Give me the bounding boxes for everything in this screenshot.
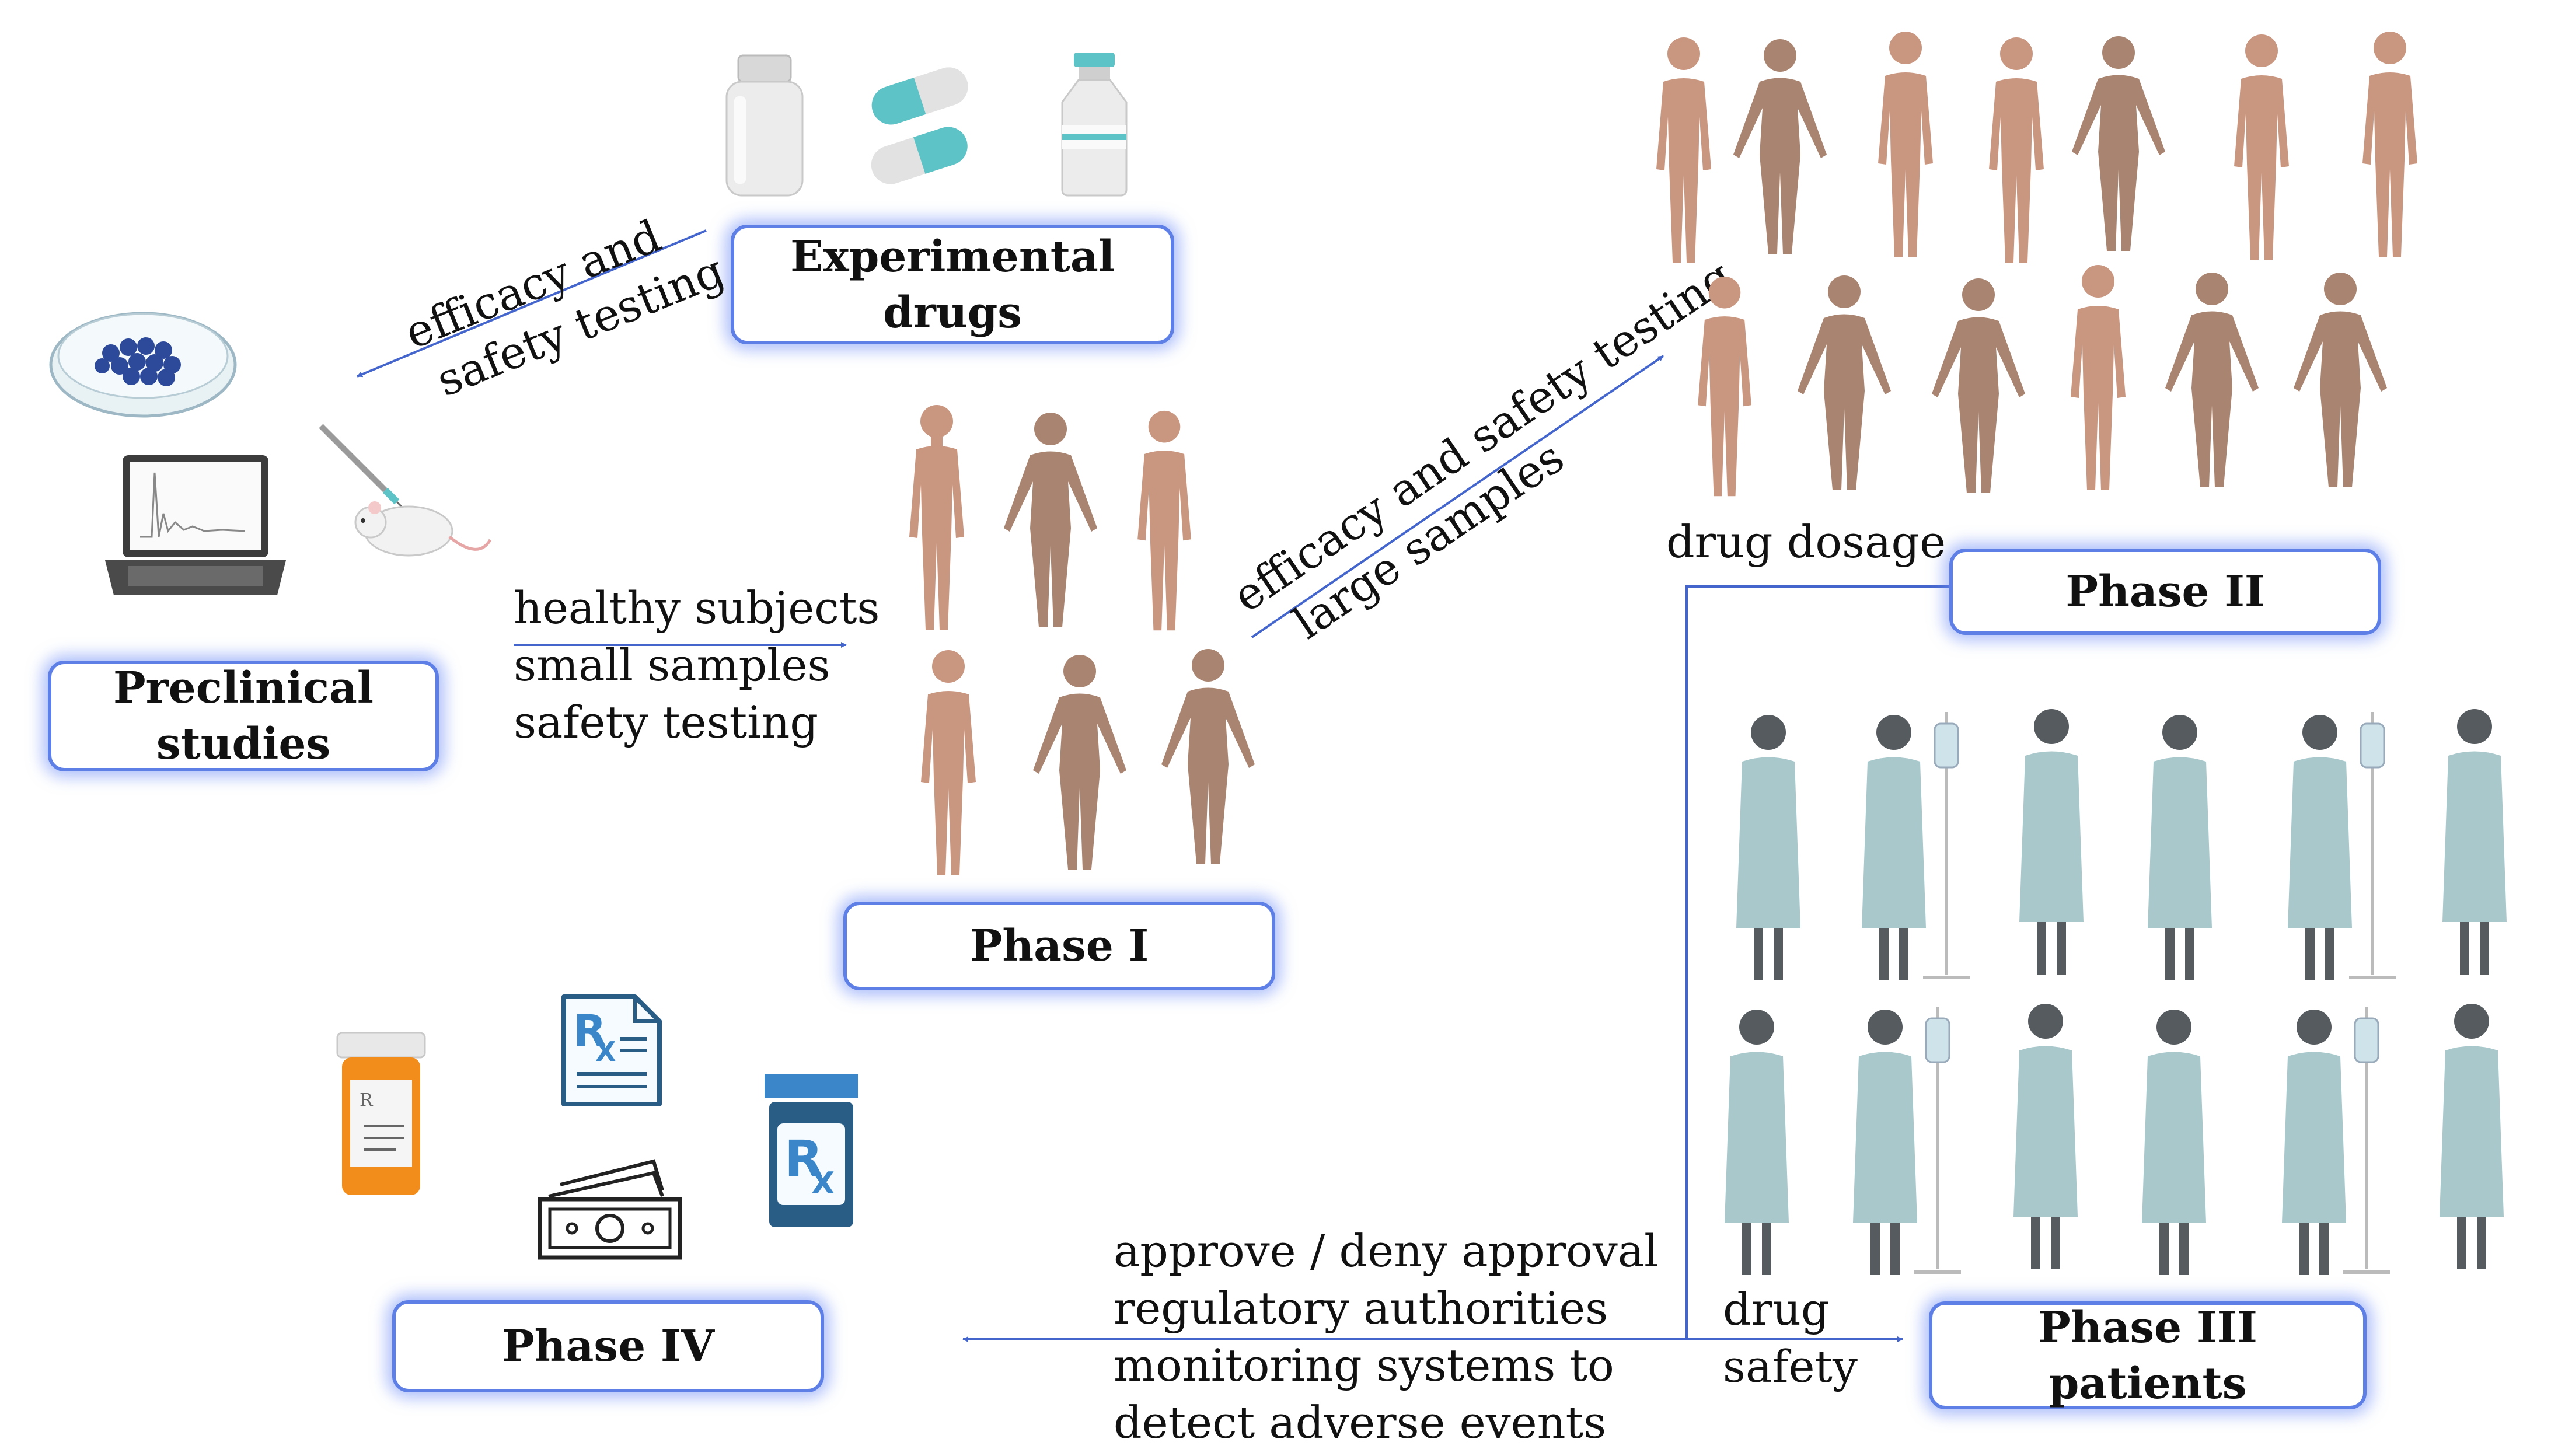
approval-note: monitoring systems to: [1114, 1339, 1614, 1391]
approval-notes: approve / deny approval regulatory autho…: [1114, 1223, 1658, 1451]
phase-2-subjects: [1628, 23, 2480, 508]
patient-iv-icon: [1853, 1007, 1961, 1275]
preclinical-studies-box: Preclinical studies: [48, 661, 439, 771]
person-icon: [909, 405, 964, 630]
prescription-document-icon: R X: [561, 994, 662, 1106]
phase-1-note: safety testing: [514, 696, 819, 748]
patient-iv-icon: [1862, 712, 1970, 980]
laptop-chart-icon: [105, 455, 286, 595]
person-icon: [1137, 410, 1191, 631]
phase-4-box: Phase IV: [392, 1300, 824, 1392]
experimental-drugs-line1: Experimental: [790, 231, 1115, 282]
person-icon: [1989, 37, 2044, 263]
phase-2-label: Phase II: [2065, 567, 2265, 617]
person-icon: [1033, 655, 1126, 870]
drug-safety-label: drug safety: [1723, 1281, 1858, 1395]
person-icon: [2071, 265, 2126, 490]
approval-note: approve / deny approval: [1114, 1225, 1659, 1277]
arrow-phase1-to-phase2: [1251, 355, 1664, 638]
patient-icon: [1736, 715, 1800, 980]
rx-bottle-r: R: [784, 1130, 823, 1188]
phase-3-box: Phase III patients: [1929, 1301, 2367, 1409]
approval-note: detect adverse events: [1114, 1396, 1607, 1448]
patient-icon: [2013, 1004, 2078, 1269]
phase-3-line1: Phase III: [2038, 1302, 2257, 1353]
connector-phase2-to-phase3: [1685, 585, 1949, 1339]
person-icon: [1798, 275, 1891, 490]
prescription-rx-x: X: [595, 1036, 616, 1067]
cash-money-icon: [538, 1159, 682, 1260]
prescription-rx-r: R: [573, 1006, 606, 1056]
patient-icon: [2440, 1004, 2504, 1269]
person-icon: [1161, 649, 1255, 864]
arrow-experimental-to-preclinical: [357, 229, 707, 378]
person-icon: [1656, 37, 1711, 263]
patient-iv-icon: [2282, 1007, 2390, 1275]
person-icon: [1878, 32, 1933, 257]
person-icon: [1932, 278, 2025, 493]
medicine-bottle-icon: [725, 54, 804, 197]
rx-bottle-x: X: [811, 1166, 835, 1201]
person-icon: [1733, 39, 1827, 254]
phase-1-note: small samples: [514, 639, 830, 691]
preclinical-line2: studies: [156, 719, 331, 769]
experimental-drugs-line2: drugs: [883, 287, 1022, 338]
preclinical-line1: Preclinical: [113, 663, 374, 713]
patient-icon: [1725, 1010, 1789, 1275]
phase-1-note: healthy subjects: [514, 582, 880, 634]
patient-icon: [2148, 715, 2212, 980]
person-icon: [2234, 34, 2289, 260]
person-icon: [2072, 36, 2165, 251]
person-icon: [2294, 273, 2387, 487]
experimental-drugs-box: Experimental drugs: [731, 225, 1174, 344]
patient-icon: [2019, 709, 2084, 975]
petri-dish-icon: [49, 312, 237, 418]
person-icon: [1698, 276, 1751, 497]
drug-safety-line2: safety: [1723, 1340, 1858, 1392]
phase-3-line2: patients: [2049, 1358, 2247, 1409]
lab-mouse-syringe-icon: [319, 424, 492, 557]
person-icon: [921, 650, 976, 875]
phase-3-patients: [1716, 706, 2550, 1290]
phase-1-subjects: [893, 403, 1284, 881]
approval-note: regulatory authorities: [1114, 1282, 1608, 1334]
pill-bottle-icon: R: [336, 1032, 426, 1195]
pill-bottle-rx: R: [360, 1090, 374, 1111]
patient-icon: [2442, 709, 2507, 975]
patient-icon: [2142, 1010, 2206, 1275]
phase-1-box: Phase I: [843, 902, 1275, 990]
phase-2-box: Phase II: [1949, 549, 2381, 635]
vial-icon: [1061, 53, 1128, 197]
phase-1-label: Phase I: [969, 921, 1149, 971]
phase-4-label: Phase IV: [502, 1321, 714, 1371]
rx-medicine-bottle-icon: R X: [765, 1074, 858, 1227]
person-icon: [2362, 32, 2417, 257]
phase-1-notes: healthy subjects small samples safety te…: [514, 579, 880, 751]
capsules-icon: [871, 67, 968, 184]
person-icon: [1004, 413, 1097, 627]
person-icon: [2165, 273, 2259, 487]
drug-dosage-label: drug dosage: [1666, 516, 1946, 568]
patient-iv-icon: [2288, 712, 2396, 980]
drug-safety-line1: drug: [1723, 1283, 1830, 1335]
